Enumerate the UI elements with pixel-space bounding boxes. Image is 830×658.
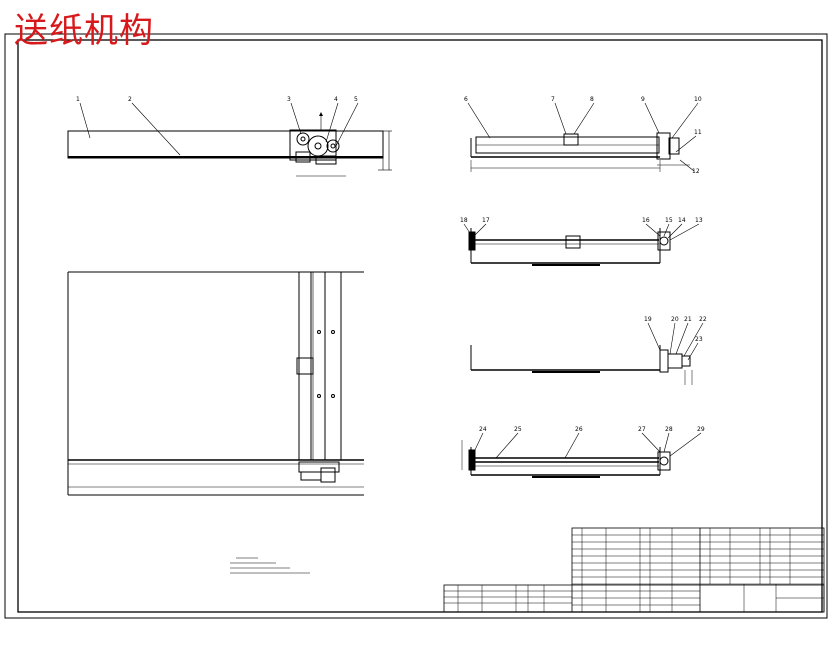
balloon-25: 25: [514, 426, 522, 433]
inner-border: [17, 39, 823, 613]
balloon-24: 24: [479, 426, 487, 433]
plan-view: [67, 271, 364, 496]
front-view: [67, 102, 392, 177]
balloon-16: 16: [642, 217, 650, 224]
balloon-5: 5: [354, 96, 358, 103]
balloon-28: 28: [665, 426, 673, 433]
section-c-view: [470, 322, 704, 385]
balloon-9: 9: [641, 96, 645, 103]
balloon-10: 10: [694, 96, 702, 103]
section-a-view: [467, 102, 699, 172]
balloon-27: 27: [638, 426, 646, 433]
balloon-13: 13: [695, 217, 703, 224]
balloon-21: 21: [684, 316, 692, 323]
outer-border: [4, 33, 828, 619]
balloon-4: 4: [334, 96, 338, 103]
balloon-8: 8: [590, 96, 594, 103]
balloon-18: 18: [460, 217, 468, 224]
drawing-title: 送纸机构: [14, 11, 154, 51]
section-d-view: [461, 432, 702, 478]
balloon-26: 26: [575, 426, 583, 433]
balloon-20: 20: [671, 316, 679, 323]
balloon-6: 6: [464, 96, 468, 103]
balloon-2: 2: [128, 96, 132, 103]
balloon-11: 11: [694, 129, 702, 136]
balloon-1: 1: [76, 96, 80, 103]
balloon-17: 17: [482, 217, 490, 224]
section-b-view: [463, 223, 700, 266]
title-block: [443, 527, 825, 613]
balloon-12: 12: [692, 168, 700, 175]
balloon-19: 19: [644, 316, 652, 323]
balloon-22: 22: [699, 316, 707, 323]
balloon-29: 29: [697, 426, 705, 433]
balloon-7: 7: [551, 96, 555, 103]
balloon-23: 23: [695, 336, 703, 343]
balloon-3: 3: [287, 96, 291, 103]
technical-requirements: [230, 557, 310, 574]
balloon-14: 14: [678, 217, 686, 224]
balloon-15: 15: [665, 217, 673, 224]
